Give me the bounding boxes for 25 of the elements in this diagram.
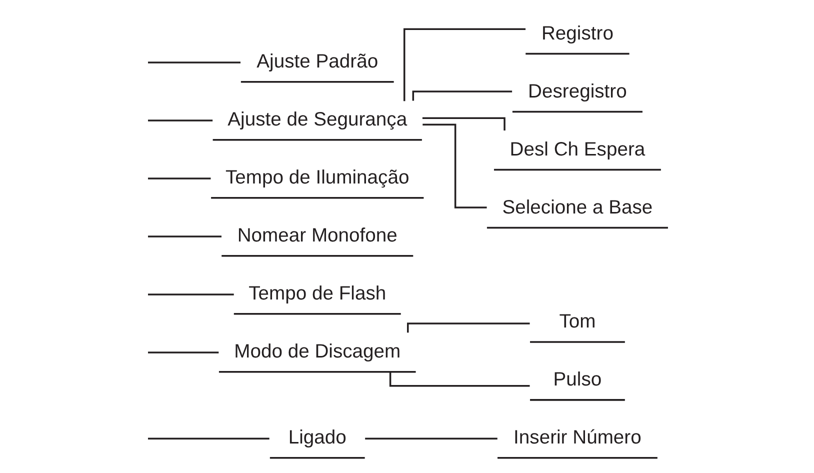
node-text: Ajuste Padrão — [256, 51, 378, 72]
connector — [422, 124, 487, 208]
connector — [412, 90, 512, 101]
connector — [365, 438, 498, 440]
node-text: Ligado — [288, 428, 346, 449]
connector — [148, 178, 211, 180]
node-text: Inserir Número — [514, 428, 642, 449]
node-text: Ajuste de Segurança — [228, 109, 408, 130]
node-text: Tempo de Flash — [248, 283, 386, 304]
node-text: Tempo de Iluminação — [226, 167, 410, 188]
node-text: Nomear Monofone — [237, 225, 398, 246]
node-text: Registro — [541, 23, 614, 44]
connector — [148, 352, 219, 354]
node-text: Desregistro — [528, 81, 627, 102]
connector — [148, 120, 213, 122]
node-text: Pulso — [553, 370, 602, 391]
connector — [148, 438, 270, 440]
node-text: Desl Ch Espera — [510, 139, 646, 160]
connector — [403, 28, 526, 102]
node-text: Tom — [559, 312, 596, 333]
node-text: Selecione a Base — [502, 197, 653, 218]
node-text: Modo de Discagem — [234, 341, 401, 362]
connector — [148, 62, 240, 64]
connector — [148, 236, 222, 238]
connector — [148, 294, 234, 296]
